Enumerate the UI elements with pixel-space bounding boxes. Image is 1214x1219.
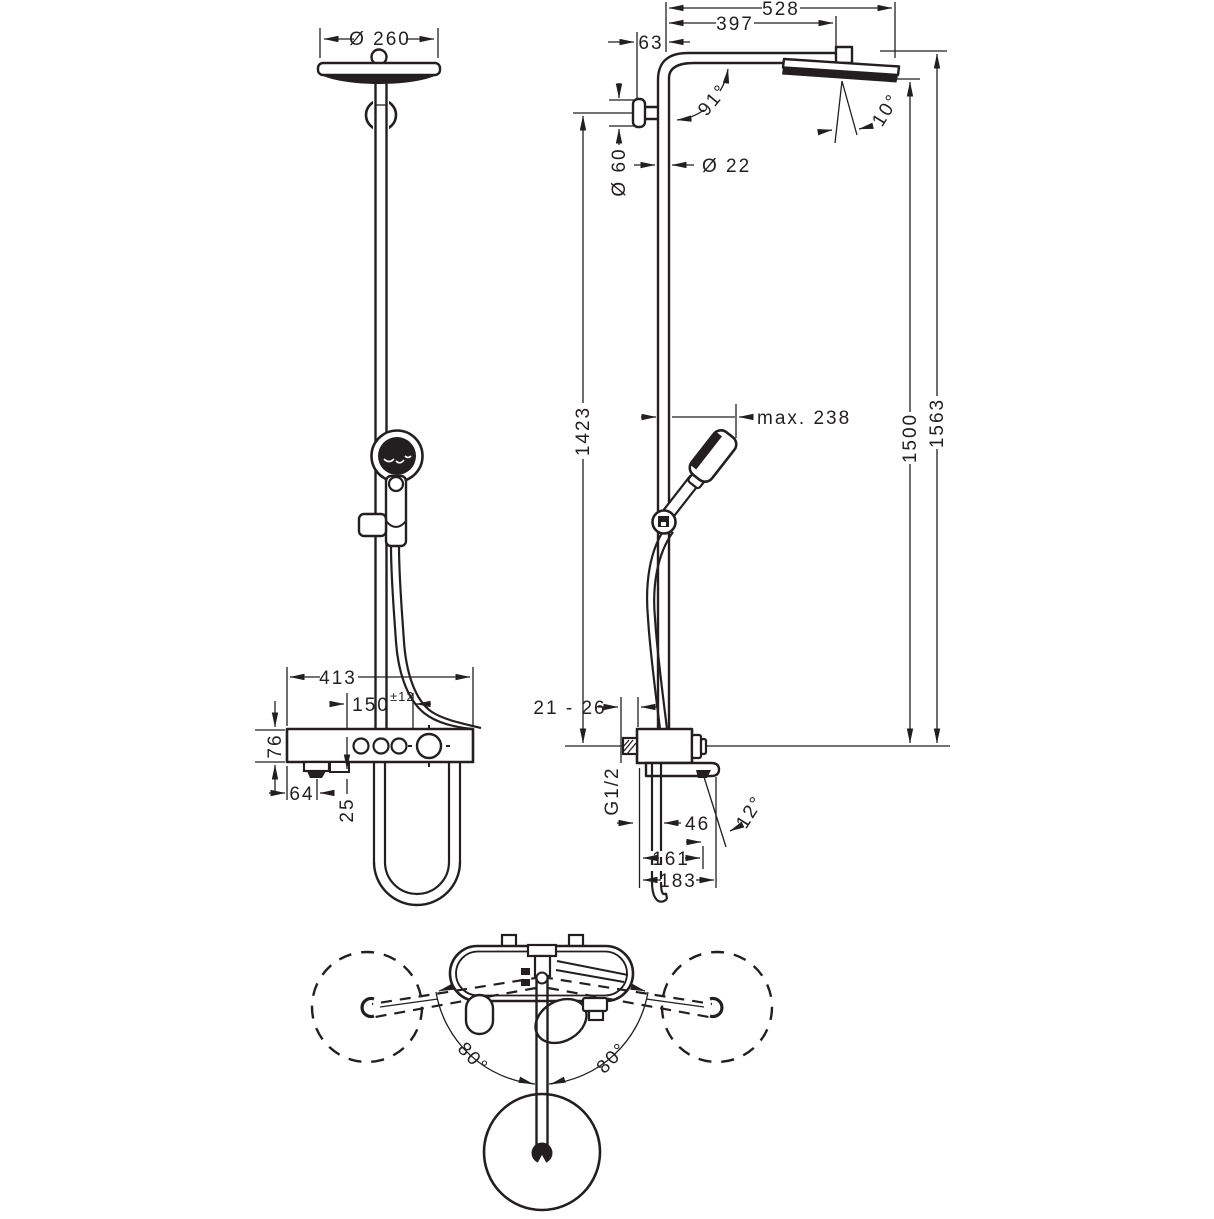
dim-wall-clearance: 21 - 26 (533, 698, 606, 719)
dim-depth-holder: 161 (652, 849, 690, 870)
hose-front (389, 545, 473, 731)
overhead-spray-face (321, 75, 437, 84)
temperature-dial (415, 732, 443, 760)
dim-handshower-reach: max. 238 (757, 408, 851, 429)
dim-wall-to-pipe: 63 (638, 33, 663, 54)
hose-loop (372, 762, 462, 862)
thermostat-valve-side (635, 727, 694, 765)
overhead-shower-front (316, 61, 442, 77)
dial-side (690, 733, 703, 760)
dim-outlet-offset: 64 (289, 784, 314, 805)
riser-pipe-side (656, 78, 671, 729)
swivel-axes (371, 975, 713, 1019)
dim-depth-total: 183 (659, 871, 697, 892)
swivel-stem-right (709, 996, 724, 1019)
slider-holder-front (357, 512, 388, 538)
dim-pipe-diameter: Ø 22 (702, 156, 751, 177)
dim-height-total: 1563 (927, 398, 948, 448)
overhead-forward-position (482, 1092, 602, 1212)
dim-head-diameter: Ø 260 (349, 29, 411, 50)
handshower-top-view (464, 993, 495, 1036)
dim-outlet-drop: 25 (337, 797, 358, 822)
side-view: 528 397 63 91° 10° Ø 60 Ø 22 1423 (533, 0, 950, 903)
select-button-2 (372, 737, 390, 755)
hose-outlet-lip (329, 761, 350, 773)
spout (302, 760, 331, 773)
dim-height-head-bottom: 1500 (900, 413, 921, 463)
dim-hose-offset: 46 (685, 814, 710, 835)
select-button-3 (390, 737, 408, 755)
dim-thread-size: G1/2 (602, 766, 623, 815)
hand-shower-head-side (688, 429, 738, 483)
dim-pipe-length: 1423 (573, 406, 594, 456)
select-button-1 (352, 737, 370, 755)
swivel-stem-left (360, 996, 375, 1019)
front-view: Ø 260 413 150 ±12 76 64 25 (255, 28, 482, 907)
dim-bracket-diameter: Ø 60 (609, 147, 630, 196)
hand-shower-button (387, 475, 405, 493)
swivel-position-right (660, 950, 774, 1064)
dim-valve-width: 413 (319, 668, 357, 689)
dim-arm-length: 397 (716, 14, 754, 35)
dim-pipe-offset: 150 (352, 695, 390, 716)
swivel-position-left (310, 950, 424, 1064)
hose-side (645, 526, 667, 730)
head-connector (834, 45, 854, 65)
dim-pipe-offset-tolerance: ±12 (390, 689, 415, 704)
dim-arm-reach-total: 528 (762, 0, 800, 20)
wall-bracket (631, 97, 647, 129)
dim-valve-height: 76 (265, 733, 286, 758)
riser-pipe-front (374, 82, 388, 729)
arm-top-view (535, 976, 549, 1146)
supply-nipple (621, 736, 639, 756)
